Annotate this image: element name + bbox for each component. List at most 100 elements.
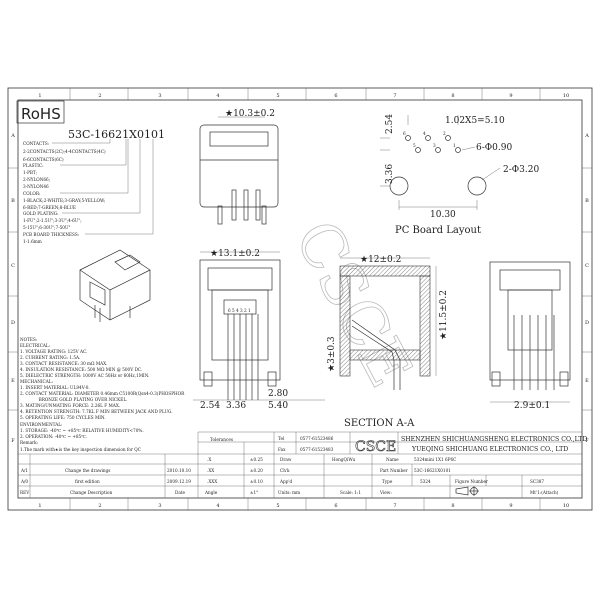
code-line: GOLD PLATING: [23,211,59,216]
row-label: C [585,263,589,269]
dim-254: 2.54 [200,401,220,411]
col-label: 8 [451,93,454,99]
note-line: 5. OPERATING LIFE: 750 CYCLES MIN. [20,415,106,420]
note-line: NOTES: [20,337,37,342]
dim-280: 2.80 [268,389,288,399]
code-line: PLASTIC: [23,163,44,168]
watermark: CSCE [281,210,426,399]
col-label: 4 [216,93,219,99]
note-line: BRONZE GOLD PLATING OVER NICKEL. [20,397,127,402]
pin-label: 4 [423,131,426,136]
rev-date: 2010.10.10 [167,468,191,473]
pin-label: 3 [433,143,436,148]
tol-value: ±0.25 [250,457,263,462]
code-line: 6-RED;7-GREEN;8-BLUE [23,205,76,210]
note-line: 3. MATING/UNMATING FORCE: 2.26L F MAX. [20,403,120,408]
tol-value: ±0.10 [250,479,263,484]
col-label: 7 [393,93,396,99]
name-value: 5324mini 1X1 6P6C [414,457,456,462]
row-label: E [585,378,589,384]
rev-desc: first edition [75,479,100,484]
front-view: ★13.1±0.2 6 5 4 3 2 1 2.54 3.36 2.80 5.4… [193,249,325,411]
pin-label: 2 [443,131,446,136]
type-value: 5324 [420,479,431,484]
rev-code: A/1 [20,468,28,473]
row-label: A [584,133,589,139]
name-label: Name [386,457,399,462]
rev-date: 2009.12.19 [167,479,191,484]
code-line: 1-BLACK;2-WHITE;3-GRAY;5-YELLOW; [23,198,105,203]
row-label: D [585,320,589,326]
row-label: B [11,198,15,204]
sheet: Mt'1:(Attach) [530,490,559,495]
dim-336: 3.36 [226,401,246,411]
note-line: 2. CURRENT RATING: 1.5A. [20,355,80,360]
fax-label: Fax [278,447,286,452]
part-code-breakdown: 53C-16621X0101 CONTACTS: 2-2CONTACTS(2C)… [23,128,165,244]
pcb-layout-title: PC Board Layout [395,225,481,236]
note-line: 2. CONTACT MATERIAL: DIAMETER 0.46mm C51… [20,391,185,396]
units: Units: mm [278,490,300,495]
side-view: 2.9±0.1 [489,261,571,411]
note-line: 5. DIELECTRIC STRENGTH: 1000V AC 50Hz or… [20,373,149,378]
col-label: 9 [509,93,512,99]
col-label: 4 [216,503,219,509]
row-label: A [10,133,15,139]
col-label: 8 [451,503,454,509]
code-line: 1-1.6mm [23,239,42,244]
code-line: 5-15U";6-30U";7-50U" [23,225,70,230]
tol-value: ±0.20 [250,468,263,473]
rev-code: A/0 [20,479,28,484]
rev-desc: Change the drawings [65,468,110,473]
rev-header: REV [20,490,30,495]
fax-value: 0577-61523483 [300,447,334,452]
pcb-layout: 6 4 2 5 3 1 1.02X5=5.10 6-Φ0.90 2-Φ3.20 … [380,114,539,236]
row-label: B [585,198,589,204]
code-line: 1-FU";2-1.5U";3-3U";4-6U"; [23,218,82,223]
pin-label: 6 [403,131,406,136]
code-line: PCB BOARD THICKNESS: [23,232,79,237]
col-label: 6 [334,503,337,509]
col-label: 10 [563,93,569,99]
col-label: 3 [158,93,161,99]
company-name-1: SHENZHEN SHICHUANGSHENG ELECTRONICS CO.,… [401,436,587,443]
dim-hole-large: 2-Φ3.20 [503,165,539,175]
draw-value: HongQiWu [332,457,355,462]
part-code: 53C-16621X0101 [68,128,165,141]
note-line: 2. OPERATION: -40℃ ~ +85℃. [20,434,87,439]
pin-numbers: 6 5 4 3 2 1 [228,308,251,313]
note-line: ENVIRONMENTAL: [20,422,62,427]
row-label: D [11,320,15,326]
dim-pin-height: ★3±0.3 [327,336,337,372]
desc-header: Change Description [70,490,112,495]
col-label: 2 [98,503,101,509]
company-logo: CSCE [355,439,396,455]
tol-key: Angle [204,490,218,495]
code-line: 2-2CONTACTS(2C);4-4CONTACTS(4C) [23,149,106,154]
col-label: 7 [393,503,396,509]
row-label: F [585,438,589,444]
col-label: 9 [509,503,512,509]
isometric-view [79,249,151,322]
type-label: Type [382,479,393,484]
col-label: 1 [38,93,41,99]
tol-key: .XX [207,468,214,473]
code-line: 2-NYLON66; [23,177,50,182]
col-label: 1 [38,503,41,509]
dim-side-width: 2.9±0.1 [514,401,550,411]
column-labels-bottom: 1 2 3 4 5 6 7 8 9 10 [38,503,569,509]
pin-label: 5 [413,143,416,148]
col-label: 2 [98,93,101,99]
code-line: COLOR: [23,191,40,196]
col-label: 5 [276,503,279,509]
dim-section-width: ★12±0.2 [360,255,401,265]
tol-key: .XXX [207,479,217,484]
tol-key: .X [207,457,211,462]
approved-label: App'd [279,479,293,484]
code-line: 1-PBT; [23,170,37,175]
note-line: 3. CONTACT RESISTANCE: 30 mΩ MAX. [20,361,107,366]
note-line: 4. INSULATION RESISTANCE: 500 MΩ MIN @ 5… [20,367,142,372]
check-label: Ch'k [280,468,290,473]
dim-540: 5.40 [268,401,288,411]
notes-block: NOTES: ELECTRICAL: 1. VOLTAGE RATING: 12… [20,337,185,452]
